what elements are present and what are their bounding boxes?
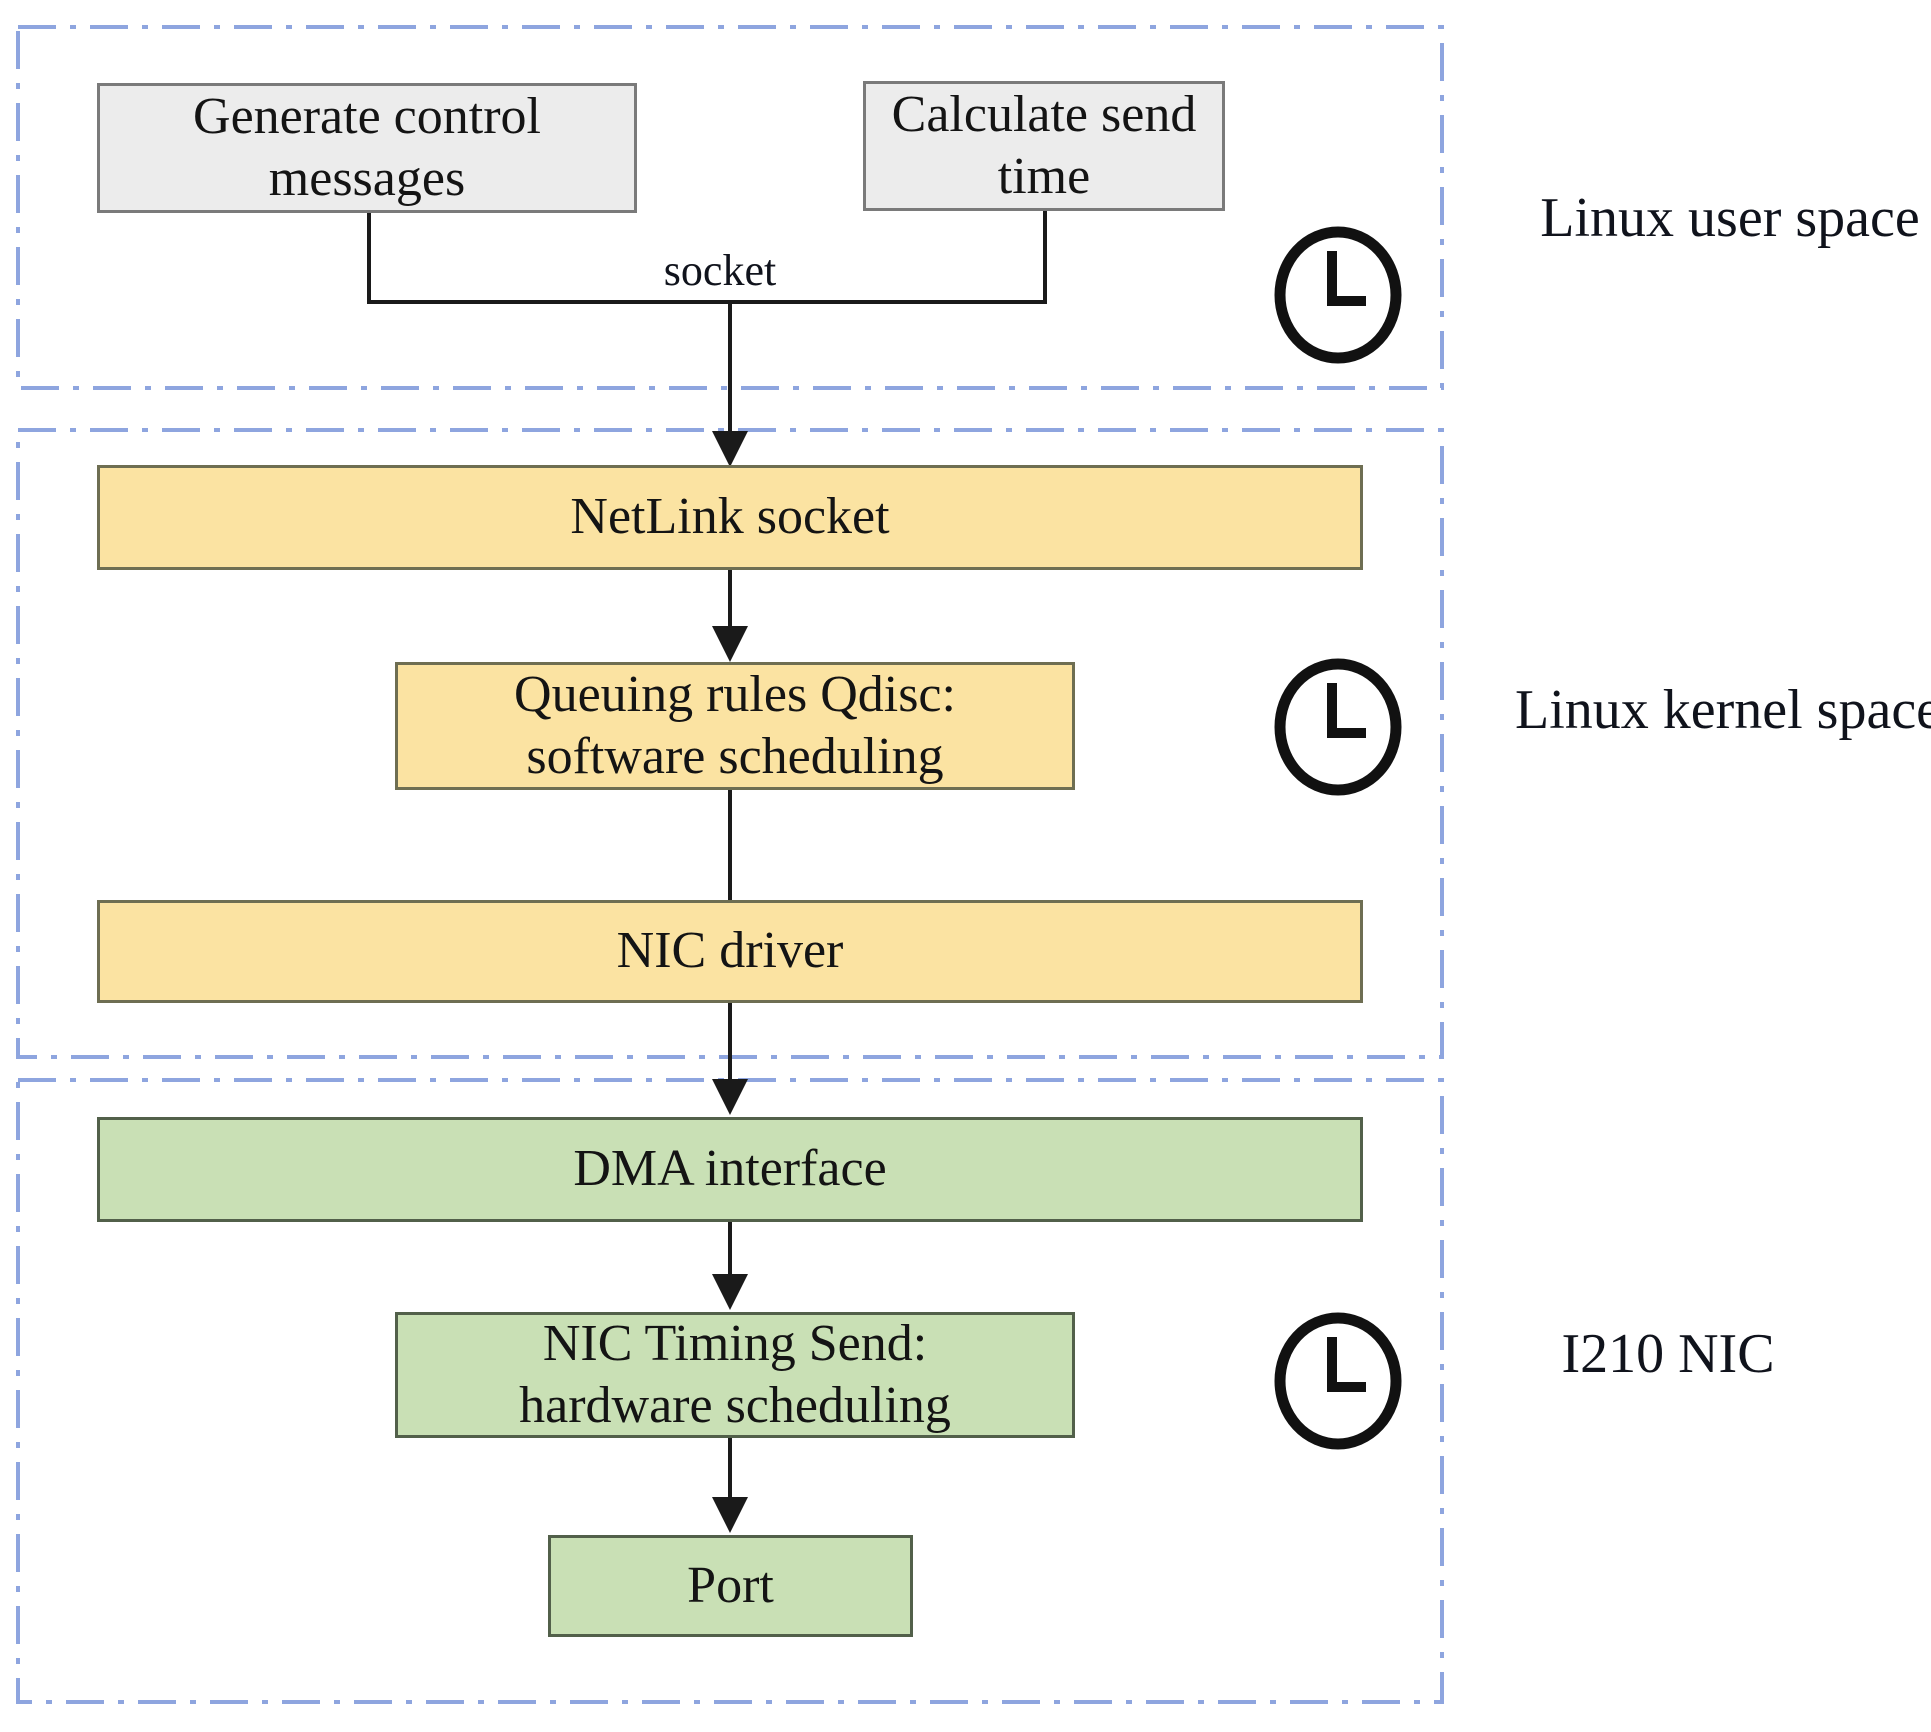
arrowhead-port <box>712 1497 748 1533</box>
region-user-space-border <box>16 25 1444 390</box>
node-calculate-send-time: Calculate send time <box>863 81 1225 211</box>
region-i210-nic-border <box>16 1078 1444 1704</box>
clock-icon <box>1274 658 1402 796</box>
node-qdisc-software-scheduling: Queuing rules Qdisc: software scheduling <box>395 662 1075 790</box>
node-generate-control-messages: Generate control messages <box>97 83 637 213</box>
node-netlink-socket: NetLink socket <box>97 465 1363 570</box>
arrowhead-qdisc <box>712 626 748 662</box>
clock-icon <box>1274 1312 1402 1450</box>
arrowhead-netlink <box>712 431 748 467</box>
region-label-i210-nic: I210 NIC <box>1561 1323 1775 1385</box>
edge-label-socket: socket <box>663 246 777 295</box>
region-label-linux-kernel-space: Linux kernel space <box>1514 679 1931 741</box>
region-label-linux-user-space: Linux user space <box>1540 187 1920 249</box>
node-port: Port <box>548 1535 913 1637</box>
arrowhead-timing <box>712 1274 748 1310</box>
node-nic-driver: NIC driver <box>97 900 1363 1003</box>
connector-socket-junction <box>367 211 1047 304</box>
clock-icon <box>1274 226 1402 364</box>
arrowhead-dma <box>712 1079 748 1115</box>
node-dma-interface: DMA interface <box>97 1117 1363 1222</box>
node-nic-timing-send: NIC Timing Send: hardware scheduling <box>395 1312 1075 1438</box>
